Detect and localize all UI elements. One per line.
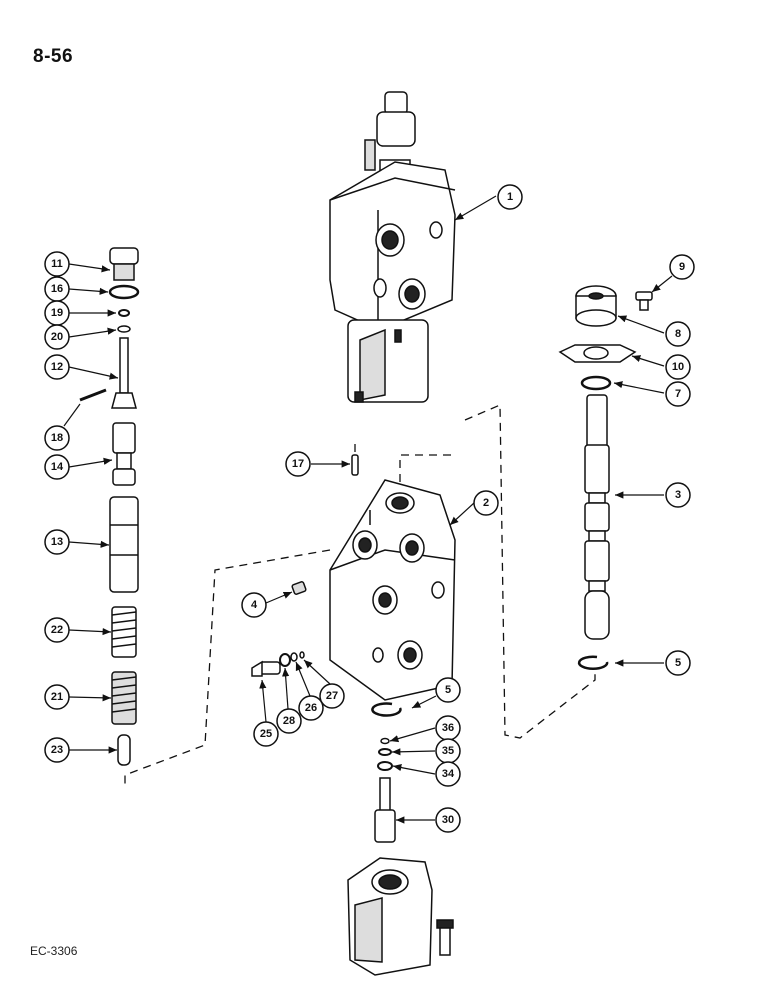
middle-small-parts <box>251 454 402 843</box>
callout-30: 30 <box>396 807 461 833</box>
svg-text:34: 34 <box>442 768 455 780</box>
section-body-2 <box>329 479 456 701</box>
svg-text:26: 26 <box>305 702 317 714</box>
seal-7 <box>580 375 612 391</box>
svg-text:8: 8 <box>675 328 681 340</box>
svg-text:27: 27 <box>326 690 338 702</box>
svg-text:23: 23 <box>51 744 63 756</box>
callout-17: 17 <box>285 451 350 477</box>
callout-14: 14 <box>44 454 113 480</box>
callout-34: 34 <box>392 761 461 787</box>
page-number: 8-56 <box>33 46 74 67</box>
callout-1: 1 <box>454 184 523 221</box>
callout-4: 4 <box>241 591 293 618</box>
svg-text:5: 5 <box>445 684 451 696</box>
cap-8 <box>575 285 617 327</box>
svg-text:10: 10 <box>672 361 684 373</box>
callout-18: 18 <box>44 403 81 451</box>
plate-10 <box>558 344 637 363</box>
snap-ring-5-right <box>577 655 609 670</box>
svg-text:28: 28 <box>283 715 295 727</box>
callout-5-right: 5 <box>615 650 691 676</box>
svg-text:9: 9 <box>679 261 685 273</box>
svg-text:20: 20 <box>51 331 63 343</box>
callout-23: 23 <box>44 737 117 763</box>
callout-12: 12 <box>44 354 119 380</box>
callout-26: 26 <box>295 661 324 721</box>
svg-text:17: 17 <box>292 458 304 470</box>
callout-16: 16 <box>44 276 109 302</box>
callout-3: 3 <box>615 482 691 508</box>
svg-text:30: 30 <box>442 814 454 826</box>
callout-22: 22 <box>44 617 112 643</box>
svg-text:7: 7 <box>675 388 681 400</box>
callout-11: 11 <box>44 251 111 277</box>
left-column-parts <box>79 247 140 766</box>
callout-5-middle: 5 <box>411 677 461 709</box>
svg-text:12: 12 <box>51 361 63 373</box>
svg-text:2: 2 <box>483 497 489 509</box>
svg-text:36: 36 <box>442 722 454 734</box>
callout-25: 25 <box>253 679 279 747</box>
svg-text:11: 11 <box>51 258 63 270</box>
callouts: 1 2 3 4 5 5 7 8 9 10 <box>44 184 695 833</box>
svg-text:3: 3 <box>675 489 681 501</box>
assembly-dashed-lines <box>124 404 596 785</box>
callout-21: 21 <box>44 684 112 710</box>
callout-35: 35 <box>391 738 461 764</box>
figure-code: EC-3306 <box>30 944 78 958</box>
svg-text:21: 21 <box>51 691 63 703</box>
svg-text:22: 22 <box>51 624 63 636</box>
svg-text:19: 19 <box>51 307 63 319</box>
callout-7: 7 <box>613 381 691 407</box>
svg-text:35: 35 <box>442 745 454 757</box>
callout-10: 10 <box>631 354 691 380</box>
callout-9: 9 <box>651 254 695 293</box>
svg-text:25: 25 <box>260 728 272 740</box>
bottom-housing <box>347 857 454 976</box>
svg-text:4: 4 <box>251 599 258 611</box>
svg-text:13: 13 <box>51 536 63 548</box>
callout-8: 8 <box>617 315 691 347</box>
svg-text:14: 14 <box>51 461 64 473</box>
callout-2: 2 <box>449 490 499 526</box>
callout-13: 13 <box>44 529 110 555</box>
spool-3 <box>584 394 610 640</box>
callout-19: 19 <box>44 300 116 326</box>
callout-28: 27 <box>303 659 345 709</box>
svg-text:1: 1 <box>507 191 513 203</box>
svg-text:18: 18 <box>51 432 63 444</box>
callout-27: 28 <box>276 667 302 734</box>
valve-assembly-1 <box>329 91 456 403</box>
screw-9 <box>635 291 653 311</box>
svg-text:16: 16 <box>51 283 63 295</box>
callout-20: 20 <box>44 324 117 350</box>
callout-36: 36 <box>389 715 461 743</box>
svg-text:5: 5 <box>675 657 681 669</box>
